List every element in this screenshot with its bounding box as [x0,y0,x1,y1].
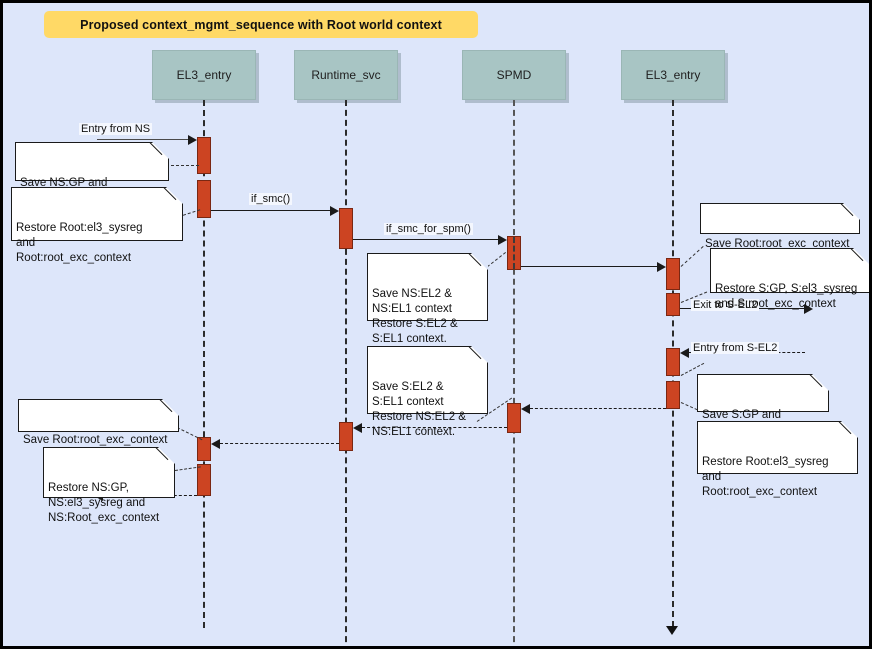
activation-bar [339,422,353,451]
activation-bar [197,437,211,461]
lifeline-spmd [513,100,515,646]
note-leader-line [176,427,203,441]
note-restore-root-el3-2: Restore Root:el3_sysreg and Root:root_ex… [697,421,858,498]
message-line-return-runtime-to-el3 [220,443,339,444]
lifeline-end-arrow-icon [666,626,678,635]
note-text: Restore Root:el3_sysreg and Root:root_ex… [702,456,829,498]
participant-label: Runtime_svc [311,68,381,82]
arrow-head-icon [521,404,530,414]
lifeline-el3-entry-left [203,100,205,628]
participant-spmd[interactable]: SPMD [462,50,566,100]
note-text: Restore S:GP, S:el3_sysreg and S:root_ex… [715,283,858,310]
activation-bar [507,236,521,270]
message-line-entry-from-ns [97,139,189,140]
note-leader-line [680,246,704,267]
arrow-head-icon [353,423,362,433]
note-text: Save Root:root_exc_context [705,238,850,250]
note-restore-ns-gp: Restore NS:GP, NS:el3_sysreg and NS:Root… [43,447,175,524]
activation-bar [507,403,521,433]
participant-label: EL3_entry [176,68,232,82]
message-line-spmd-to-el3 [521,266,658,267]
lifeline-runtime-svc [345,100,347,646]
note-save-root-exc-right: Save Root:root_exc_context [700,203,860,250]
activation-bar [339,208,353,249]
note-save-ns-el2: Save NS:EL2 & NS:EL1 context Restore S:E… [367,253,488,345]
message-line-return-spmd-to-runtime [362,427,507,428]
note-text: Restore Root:el3_sysreg and Root:root_ex… [16,222,143,264]
activation-bar [197,137,211,174]
note-restore-s-gp: Restore S:GP, S:el3_sysreg and S:root_ex… [710,248,869,310]
participant-label: EL3_entry [645,68,701,82]
arrow-head-icon [188,135,197,145]
message-label-entry-from-ns: Entry from NS [79,123,153,135]
participant-el3-entry-left[interactable]: EL3_entry [152,50,256,100]
activation-bar [666,258,680,290]
message-label-exit-to-sel2: Exit to S-EL2 [691,299,760,311]
message-line-if-smc-for-spm [353,239,499,240]
note-text: Save Root:root_exc_context [23,434,168,446]
arrow-head-icon [804,304,813,314]
arrow-head-icon [657,262,666,272]
message-label-if-smc: if_smc() [249,193,293,205]
arrow-head-icon [330,206,339,216]
participant-runtime-svc[interactable]: Runtime_svc [294,50,398,100]
activation-bar [666,381,680,409]
activation-bar [666,293,680,316]
note-restore-root-el3: Restore Root:el3_sysreg and Root:root_ex… [11,187,183,264]
page-title: Proposed context_mgmt_sequence with Root… [80,17,442,32]
message-label-if-smc-for-spm: if_smc_for_spm() [384,223,473,235]
note-text: Restore NS:GP, NS:el3_sysreg and NS:Root… [48,482,160,524]
activation-bar [197,180,211,218]
participant-label: SPMD [496,68,532,82]
note-save-root-exc-left: Save Root:root_exc_context [18,399,179,446]
message-line-return-el3-to-spmd [530,408,666,409]
message-line-if-smc [211,210,331,211]
note-text: Save NS:EL2 & NS:EL1 context Restore S:E… [372,288,458,345]
note-text: Save S:EL2 & S:EL1 context Restore NS:EL… [372,381,466,438]
activation-bar [666,348,680,376]
activation-bar [197,464,211,496]
arrow-head-icon [211,439,220,449]
diagram-title-banner: Proposed context_mgmt_sequence with Root… [44,11,478,38]
note-save-s-gp: Save S:GP and S:root_exc_context [697,374,829,436]
note-leader-line [161,165,199,166]
note-save-s-el2: Save S:EL2 & S:EL1 context Restore NS:EL… [367,346,488,438]
arrow-head-icon [498,235,507,245]
arrow-head-icon [680,348,689,358]
participant-el3-entry-right[interactable]: EL3_entry [621,50,725,100]
note-save-ns-gp: Save NS:GP and NS:Root_exc_context [15,142,169,204]
message-label-entry-from-sel2: Entry from S-EL2 [691,342,780,354]
